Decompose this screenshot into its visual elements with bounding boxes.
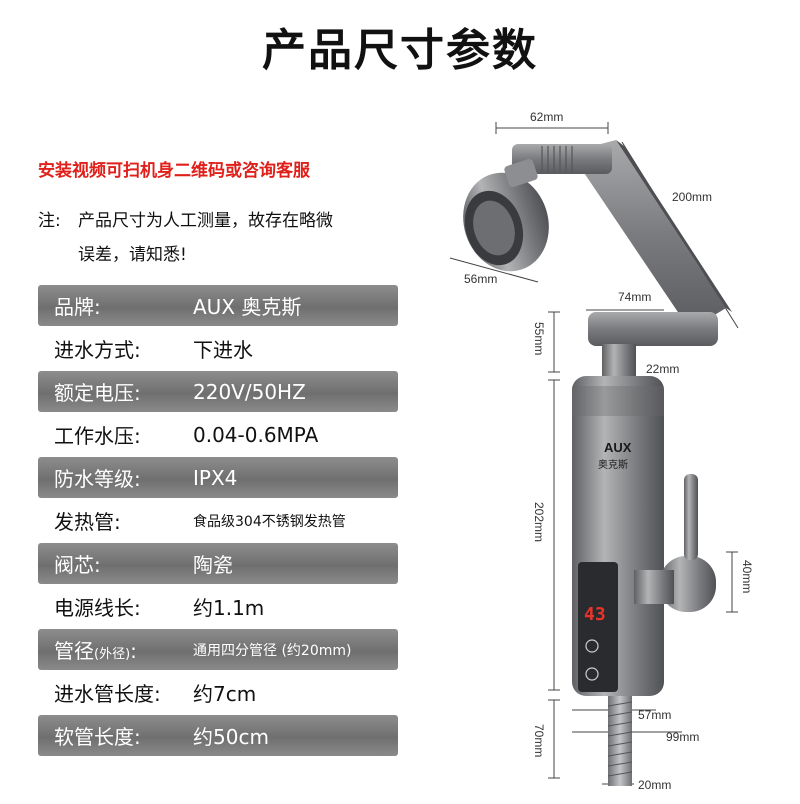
dim-body-width: 57mm (638, 708, 672, 722)
body-band (572, 386, 664, 416)
dim-neck-diameter: 22mm (646, 362, 680, 376)
spec-value: 陶瓷 (193, 553, 233, 577)
spec-row-hose-length: 软管长度: 约50cm (38, 715, 398, 756)
spec-value: IPX4 (193, 465, 238, 490)
inlet-pipe (608, 696, 632, 786)
spec-value: 0.04-0.6MPA (193, 422, 319, 447)
dim-body-height: 202mm (532, 502, 546, 543)
note-prefix: 注: (38, 211, 61, 231)
dim-arm-length: 200mm (672, 190, 713, 204)
spec-key-main: 管径 (54, 639, 94, 663)
spec-key: 品牌: (54, 295, 101, 319)
install-video-notice: 安装视频可扫机身二维码或咨询客服 (38, 161, 310, 181)
spec-row-cable: 电源线长: 约1.1m (38, 586, 398, 627)
spec-row-valve: 阀芯: 陶瓷 (38, 543, 398, 584)
spec-row-waterproof: 防水等级: IPX4 (38, 457, 398, 498)
measurement-note: 注: 产品尺寸为人工测量，故存在略微 误差，请知悉! (38, 204, 418, 272)
spec-row-pressure: 工作水压: 0.04-0.6MPA (38, 414, 398, 455)
upper-arm-edge (616, 140, 732, 312)
faucet-illustration: AUX 奥克斯 43 (449, 122, 739, 786)
spec-value: 220V/50HZ (193, 379, 306, 404)
dim-total-width: 99mm (666, 730, 700, 744)
display-panel (578, 562, 618, 692)
note-line-2: 误差，请知悉! (78, 245, 187, 265)
spec-table: 品牌: AUX 奥克斯 进水方式: 下进水 额定电压: 220V/50HZ 工作… (38, 285, 398, 758)
spec-value: 食品级304不锈钢发热管 (193, 513, 346, 530)
spec-key: 软管长度: (54, 725, 141, 749)
down-button-icon (585, 667, 599, 681)
body-brand-cn: 奥克斯 (598, 458, 628, 471)
spec-key: 工作水压: (54, 424, 141, 448)
dim-neck-width: 74mm (618, 290, 652, 304)
spec-key: 进水管长度: (54, 682, 161, 706)
spec-row-heater: 发热管: 食品级304不锈钢发热管 (38, 500, 398, 541)
dim-top-width: 62mm (530, 110, 564, 124)
spec-key: 发热管: (54, 510, 121, 534)
spec-value: 约1.1m (193, 596, 265, 620)
spec-row-brand: 品牌: AUX 奥克斯 (38, 285, 398, 326)
dim-handle-height: 40mm (740, 560, 754, 594)
spec-key-note: (外径) (94, 647, 131, 662)
neck (602, 344, 636, 380)
dim-inlet-diameter: 20mm (638, 778, 672, 792)
upper-arm (570, 140, 726, 330)
valve-connector (634, 570, 674, 604)
spec-key: 阀芯: (54, 553, 101, 577)
spec-key-colon: : (130, 639, 137, 663)
up-button-icon (585, 639, 599, 653)
top-barrel (512, 144, 612, 174)
spec-value: 通用四分管径 (约20mm) (193, 642, 352, 659)
barrel-grip-lines (541, 146, 573, 172)
spec-key: 进水方式: (54, 338, 141, 362)
spec-value: 下进水 (193, 338, 253, 362)
spray-head (463, 158, 549, 272)
inlet-thread-lines (607, 701, 633, 777)
spec-key: 防水等级: (54, 467, 141, 491)
dim-inlet-length: 70mm (532, 724, 546, 758)
dim-neck-height: 55mm (532, 322, 546, 356)
handle-lever (684, 474, 698, 560)
temperature-display: 43 (584, 604, 606, 625)
spec-row-pipe-diameter: 管径(外径): 通用四分管径 (约20mm) (38, 629, 398, 670)
faucet-dimension-diagram: AUX 奥克斯 43 62mm 200mm 56mm 74mm 55mm 22m… (420, 100, 800, 800)
spec-value: 约7cm (193, 682, 257, 706)
lower-arm (588, 312, 718, 346)
spec-key: 额定电压: (54, 381, 141, 405)
spec-key: 管径(外径): (38, 635, 193, 664)
spec-value: AUX 奥克斯 (193, 295, 302, 319)
body-brand-en: AUX (604, 440, 632, 455)
page-title: 产品尺寸参数 (262, 25, 538, 76)
spec-key: 电源线长: (54, 596, 141, 620)
note-line-1: 产品尺寸为人工测量，故存在略微 (78, 211, 333, 231)
spec-row-voltage: 额定电压: 220V/50HZ (38, 371, 398, 412)
spec-value: 约50cm (193, 725, 269, 749)
dim-head-diameter: 56mm (464, 272, 498, 286)
spec-row-inlet-length: 进水管长度: 约7cm (38, 672, 398, 713)
spec-row-inlet: 进水方式: 下进水 (38, 328, 398, 369)
